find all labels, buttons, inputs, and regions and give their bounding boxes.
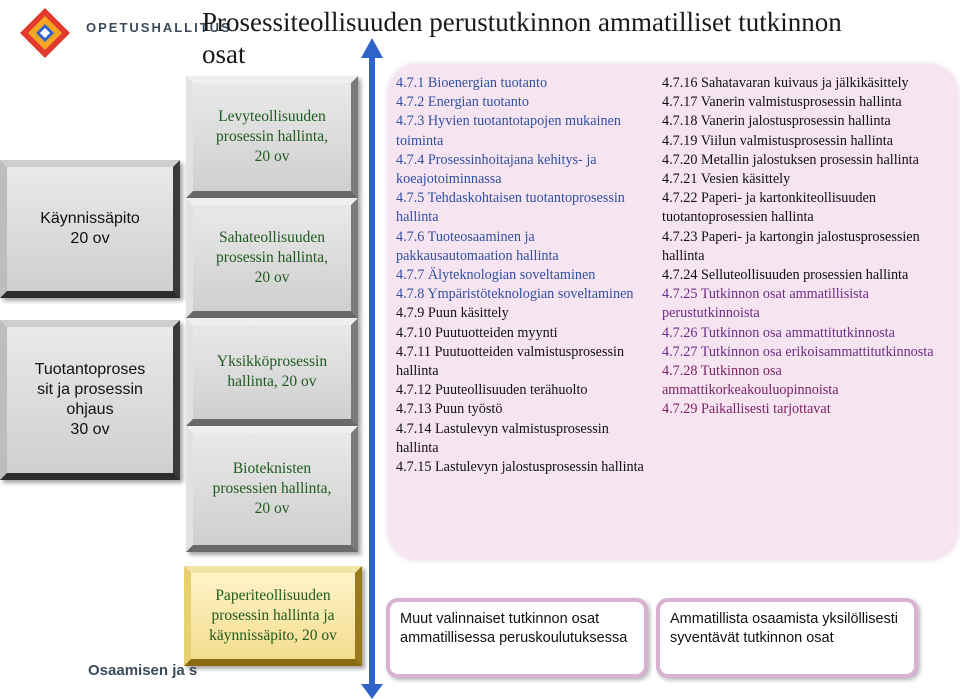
vertical-arrow-line — [369, 56, 375, 686]
box-levyteollisuus: Levyteollisuuden prosessin hallinta, 20 … — [186, 76, 358, 198]
unit-list-item: 4.7.25 Tutkinnon osat ammatillisista per… — [662, 286, 869, 322]
arrow-down-icon — [361, 684, 383, 699]
unit-list-item: 4.7.20 Metallin jalostuksen prosessin ha… — [662, 151, 919, 168]
individual-deepening-box: Ammatillista osaamista yksilöllisesti sy… — [656, 598, 918, 678]
unit-list-item: 4.7.6 Tuoteosaaminen ja pakkausautomaati… — [396, 228, 559, 264]
box-label: Paperiteollisuuden prosessin hallinta ja… — [209, 587, 337, 644]
units-column-2: 4.7.16 Sahatavaran kuivaus ja jälkikäsit… — [662, 74, 952, 420]
box-sahateollisuus: Sahateollisuuden prosessin hallinta, 20 … — [186, 198, 358, 318]
opetushallitus-logo-icon — [20, 8, 70, 58]
unit-list-item: 4.7.13 Puun työstö — [396, 401, 503, 418]
unit-list-item: 4.7.26 Tutkinnon osa ammattitutkinnosta — [662, 324, 895, 341]
arrow-up-icon — [361, 38, 383, 58]
box-label: Ammatillista osaamista yksilöllisesti sy… — [670, 611, 899, 646]
box-yksikkoprosessi: Yksikköprosessin hallinta, 20 ov — [186, 318, 358, 426]
unit-list-item: 4.7.15 Lastulevyn jalostusprosessin hall… — [396, 459, 644, 476]
unit-list-item: 4.7.7 Älyteknologian soveltaminen — [396, 267, 596, 284]
box-biotekniset: Bioteknisten prosessien hallinta, 20 ov — [186, 426, 358, 552]
box-label: Muut valinnaiset tutkinnon osat ammatill… — [400, 611, 628, 646]
box-label: Sahateollisuuden prosessin hallinta, 20 … — [216, 229, 328, 286]
unit-list-item: 4.7.12 Puuteollisuuden terähuolto — [396, 382, 588, 399]
box-paperiteollisuus: Paperiteollisuuden prosessin hallinta ja… — [184, 566, 362, 666]
units-column-1: 4.7.1 Bioenergian tuotanto 4.7.2 Energian… — [396, 74, 646, 477]
unit-list-item: 4.7.21 Vesien käsittely — [662, 171, 791, 188]
unit-list-item: 4.7.1 Bioenergian tuotanto — [396, 75, 548, 91]
unit-list-item: 4.7.27 Tutkinnon osa erikoisammattitutki… — [662, 343, 934, 360]
box-label: Yksikköprosessin hallinta, 20 ov — [216, 353, 328, 390]
other-electives-box: Muut valinnaiset tutkinnon osat ammatill… — [386, 598, 648, 678]
elective-units-panel — [388, 64, 958, 560]
box-label: Tuotantoproses sit ja prosessin ohjaus 3… — [34, 361, 146, 438]
unit-list-item: 4.7.18 Vanerin jalostusprosessin hallint… — [662, 113, 891, 130]
unit-list-item: 4.7.19 Viilun valmistusprosessin hallint… — [662, 132, 894, 149]
unit-list-item: 4.7.17 Vanerin valmistusprosessin hallin… — [662, 94, 902, 111]
unit-list-item: 4.7.10 Puutuotteiden myynti — [396, 324, 558, 341]
footer-slogan: Osaamisen ja s — [88, 662, 198, 679]
unit-list-item: 4.7.3 Hyvien tuotantotapojen mukainen to… — [396, 113, 621, 149]
box-label: Käynnissäpito 20 ov — [40, 210, 140, 247]
unit-list-item: 4.7.28 Tutkinnon osa ammattikorkeakouluo… — [662, 363, 839, 399]
box-label: Levyteollisuuden prosessin hallinta, 20 … — [216, 108, 328, 165]
unit-list-item: 4.7.29 Paikallisesti tarjottavat — [662, 401, 831, 418]
unit-list-item: 4.7.2 Energian tuotanto — [396, 94, 529, 111]
box-tuotantoprosessit: Tuotantoproses sit ja prosessin ohjaus 3… — [0, 320, 180, 480]
unit-list-item: 4.7.24 Selluteollisuuden prosessien hall… — [662, 267, 909, 284]
brand-name: OPETUSHALLITUS — [86, 20, 232, 35]
unit-list-item: 4.7.4 Prosessinhoitajana kehitys- ja koe… — [396, 151, 597, 188]
unit-list-item: 4.7.11 Puutuotteiden valmistusprosessin … — [396, 343, 625, 380]
page-title: Prosessiteollisuuden perustutkinnon amma… — [202, 7, 842, 69]
unit-list-item: 4.7.23 Paperi- ja kartongin jalostuspros… — [662, 228, 920, 264]
unit-list-item: 4.7.14 Lastulevyn valmistusprosessin hal… — [396, 420, 609, 456]
box-kaynnissapito: Käynnissäpito 20 ov — [0, 160, 180, 298]
unit-list-item: 4.7.16 Sahatavaran kuivaus ja jälkikäsit… — [662, 75, 909, 91]
unit-list-item: 4.7.9 Puun käsittely — [396, 305, 509, 322]
unit-list-item: 4.7.22 Paperi- ja kartonkiteollisuuden t… — [662, 190, 876, 226]
unit-list-item: 4.7.8 Ympäristöteknologian soveltaminen — [396, 286, 634, 303]
unit-list-item: 4.7.5 Tehdaskohtaisen tuotantoprosessin … — [396, 190, 625, 226]
box-label: Bioteknisten prosessien hallinta, 20 ov — [212, 460, 332, 517]
